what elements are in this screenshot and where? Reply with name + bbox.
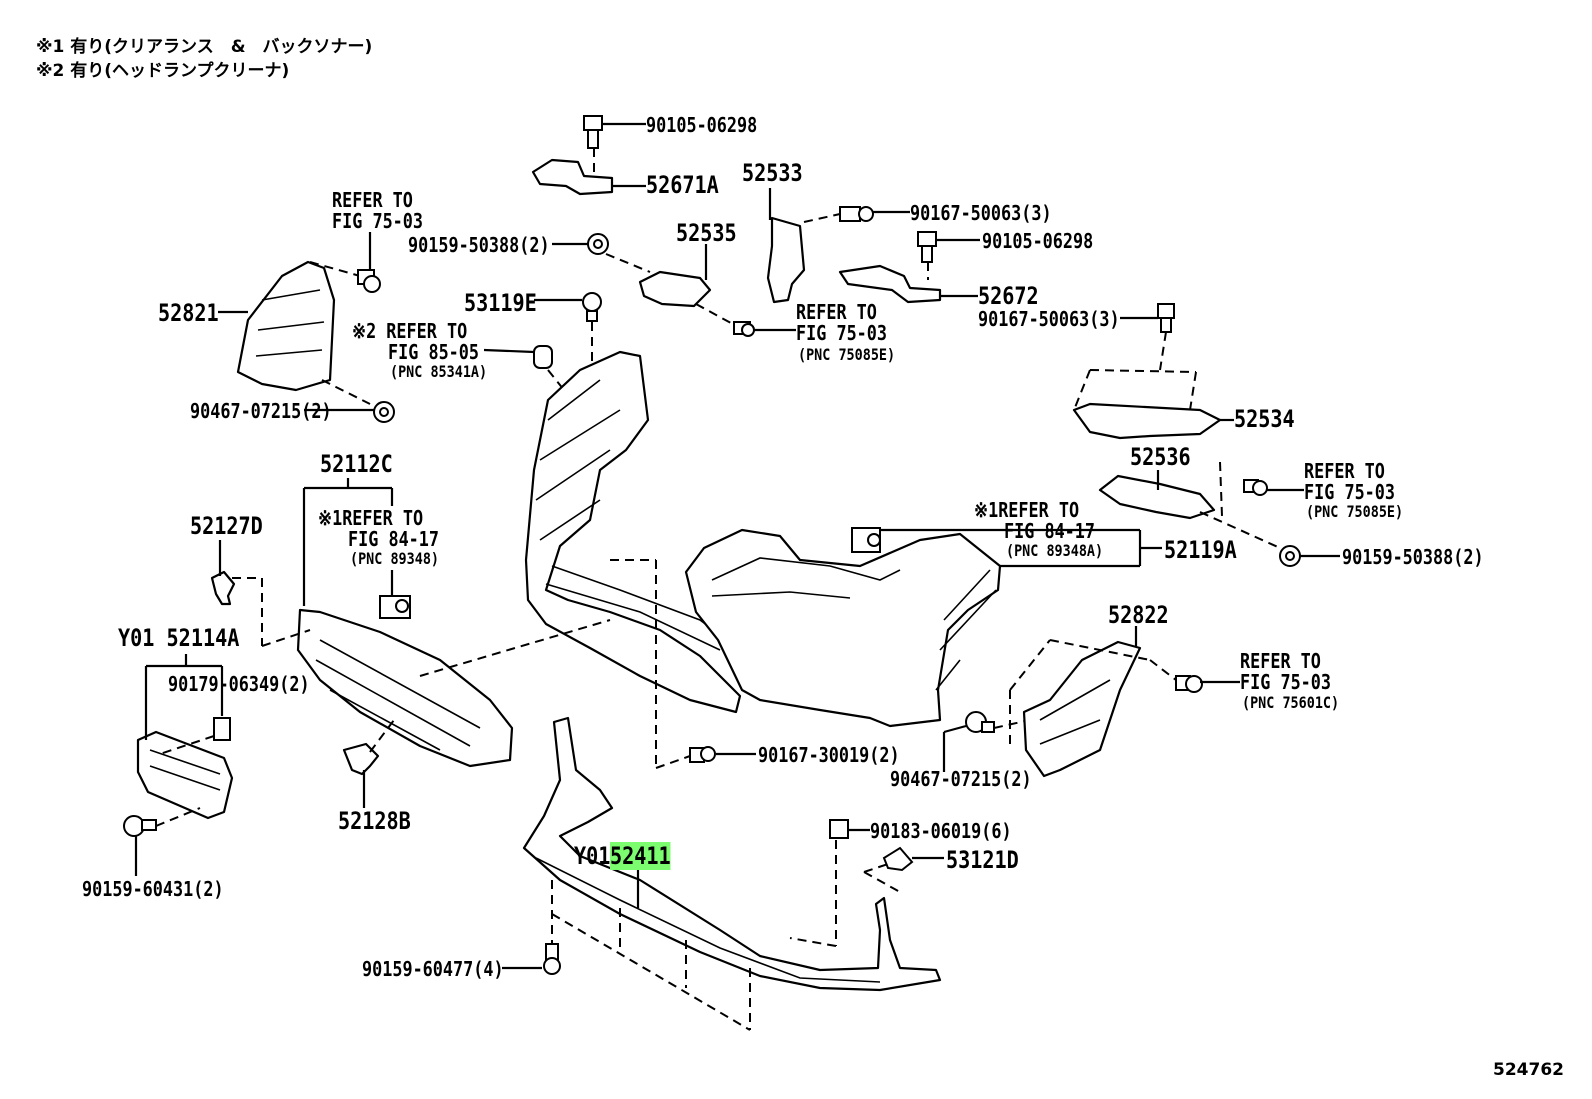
bolt-90105-06298-b-icon (917, 231, 937, 263)
callout-52533[interactable]: 52533 (742, 159, 803, 187)
callout-90167-50063-b[interactable]: 90167-50063(3) (978, 307, 1120, 331)
bolt-90159-60477-icon (543, 943, 561, 975)
refer-6-line2[interactable]: FIG 84-17 (1004, 519, 1096, 543)
bolt-90167-30019-icon (689, 746, 716, 763)
note-2: ※2 有り(ヘッドランプクリーナ) (36, 61, 290, 81)
callout-90159-60477[interactable]: 90159-60477(4) (362, 957, 504, 981)
refer-6-line3: (PNC 89348A) (1006, 541, 1104, 560)
refer-4-line3: (PNC 75085E) (1306, 502, 1404, 521)
callout-90159-60431[interactable]: 90159-60431(2) (82, 877, 224, 901)
grille-52112C (296, 608, 514, 768)
callout-52534[interactable]: 52534 (1234, 405, 1295, 433)
refer-4-line1: REFER TO (1304, 459, 1385, 483)
note-1: ※1 有り(クリアランス & バックソナー) (36, 37, 373, 57)
refer-7-line2[interactable]: FIG 75-03 (1240, 670, 1332, 694)
callout-52536[interactable]: 52536 (1130, 443, 1191, 471)
clip-90467-07215-b-icon (965, 711, 995, 733)
callout-52535[interactable]: 52535 (676, 219, 737, 247)
bolt-90167-50063-a-icon (839, 206, 874, 222)
callout-90183-06019[interactable]: 90183-06019(6) (870, 819, 1012, 843)
callout-53119E[interactable]: 53119E (464, 289, 537, 317)
nozzle-85341A-icon (533, 345, 553, 369)
clip-52127D (210, 570, 236, 606)
refer-5-line3: (PNC 89348) (350, 549, 440, 568)
callout-90167-50063-a[interactable]: 90167-50063(3) (910, 201, 1052, 225)
clip-90159-50388-b-icon (1279, 545, 1301, 567)
bolt-90105-06298-icon (583, 115, 603, 149)
refer-6-line1: ※1REFER TO (974, 498, 1080, 522)
spoiler-52411 (522, 716, 942, 992)
callout-90159-50388-a[interactable]: 90159-50388(2) (408, 233, 550, 257)
callout-52112C[interactable]: 52112C (320, 450, 393, 478)
callout-52671A[interactable]: 52671A (646, 171, 719, 199)
bracket-52534 (1072, 402, 1222, 440)
callout-53121D[interactable]: 53121D (946, 846, 1019, 874)
callout-Y01-52114A[interactable]: Y01 52114A (118, 624, 240, 652)
refer-4-line2[interactable]: FIG 75-03 (1304, 480, 1396, 504)
callout-52127D[interactable]: 52127D (190, 512, 263, 540)
callout-90179-06349[interactable]: 90179-06349(2) (168, 672, 310, 696)
callout-52672[interactable]: 52672 (978, 282, 1039, 310)
clip-53121D-icon (882, 846, 914, 872)
bracket-52671A (531, 158, 614, 196)
bolt-90159-60431-icon (123, 815, 157, 837)
refer-3-line3: (PNC 75085E) (798, 345, 896, 364)
bolt-90167-50063-b-icon (1157, 303, 1175, 333)
refer-1-line1: REFER TO (332, 188, 413, 212)
refer-5-line2[interactable]: FIG 84-17 (348, 527, 440, 551)
sensor-holder-89348-icon (379, 595, 411, 619)
refer-5-line1: ※1REFER TO (318, 506, 424, 530)
callout-90159-50388-b[interactable]: 90159-50388(2) (1342, 545, 1484, 569)
bolt-refer-75-03-right-icon (1243, 479, 1268, 496)
refer-7-line3: (PNC 75601C) (1242, 693, 1340, 712)
refer-2-line2[interactable]: FIG 85-05 (388, 340, 480, 364)
callout-52822[interactable]: 52822 (1108, 601, 1169, 629)
sensor-holder-89348A-icon (851, 527, 881, 553)
refer-2-line3: (PNC 85341A) (390, 362, 488, 381)
callout-90467-07215-b[interactable]: 90467-07215(2) (890, 767, 1032, 791)
refer-2-line1: ※2 REFER TO (352, 319, 468, 343)
callout-52128B[interactable]: 52128B (338, 807, 411, 835)
nut-90183-06019-icon (829, 819, 849, 839)
callout-Y01-prefix: Y01 (574, 842, 611, 870)
clip-90467-07215-a-icon (373, 401, 395, 423)
callout-90167-30019[interactable]: 90167-30019(2) (758, 743, 900, 767)
refer-7-line1: REFER TO (1240, 649, 1321, 673)
bracket-52533 (766, 216, 806, 304)
callout-90105-06298-b[interactable]: 90105-06298 (982, 229, 1094, 253)
bumper-cover-center (684, 528, 1002, 728)
clip-refer-75-03-left-icon (357, 269, 381, 293)
bracket-52535 (638, 270, 712, 308)
refer-3-line2[interactable]: FIG 75-03 (796, 321, 888, 345)
callout-52821[interactable]: 52821 (158, 299, 219, 327)
callout-52119A[interactable]: 52119A (1164, 536, 1237, 564)
bumper-cover-left (524, 350, 742, 714)
bracket-52536 (1098, 474, 1216, 520)
nut-90179-06349-icon (213, 717, 231, 741)
bolt-refer-75-03-icon (733, 321, 755, 337)
highlight-52411: 52411 (610, 842, 671, 870)
callout-52411[interactable]: 52411 (610, 842, 671, 870)
clip-90159-50388-a-icon (587, 233, 609, 255)
clip-53119E-icon (582, 292, 602, 322)
bracket-52672 (838, 264, 942, 304)
callout-90467-07215-a[interactable]: 90467-07215(2) (190, 399, 332, 423)
bracket-52822 (1022, 640, 1142, 778)
refer-1-line2[interactable]: FIG 75-03 (332, 209, 424, 233)
clip-refer-75601C-icon (1175, 675, 1203, 693)
callout-90105-06298-top[interactable]: 90105-06298 (646, 113, 758, 137)
refer-3-line1: REFER TO (796, 300, 877, 324)
diagram-code: 524762 (1493, 1060, 1564, 1080)
